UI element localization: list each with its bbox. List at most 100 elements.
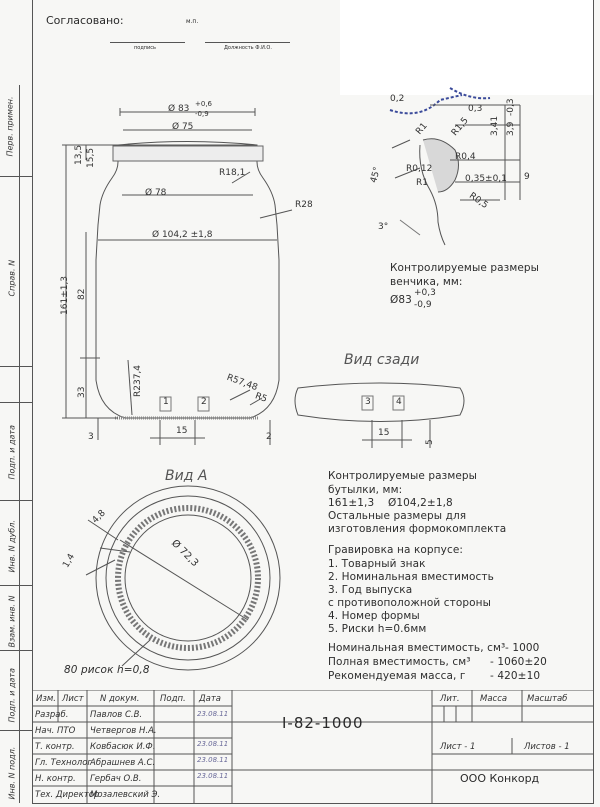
strip-divider: [0, 500, 32, 501]
rear-marker-3: 3: [365, 397, 371, 407]
rear-dim-15: 15: [378, 428, 390, 438]
detail-3deg: 3°: [378, 222, 389, 232]
strip-divider: [0, 730, 32, 731]
dim-d78: Ø 78: [145, 188, 167, 198]
tb-name: Абрашнев А.С.: [90, 758, 156, 768]
engraving-item: 2. Номинальная вместимость: [328, 571, 494, 583]
tb-role: Н. контр.: [35, 774, 76, 784]
detail-neg-0-3: -0,3: [506, 98, 516, 116]
capacity-nominal-value: - 1000: [505, 642, 540, 654]
bottle-note-line1: Контролируемые размеры: [328, 470, 478, 482]
dim-r237: R237,4: [133, 364, 143, 397]
dim-w2: 2: [266, 432, 272, 442]
tb-name: Гербач О.В.: [90, 774, 142, 784]
position-caption: Должность Ф.И.О.: [224, 45, 272, 51]
bottle-note-line5: изготовления формокомплекта: [328, 523, 507, 535]
title-block: Изм. Лист N докум. Подп. Дата Разраб. Па…: [32, 690, 593, 803]
tb-name: Ковбасюк И.Ф.: [90, 742, 156, 752]
tb-massa: Масса: [480, 694, 508, 704]
dim-r28: R28: [295, 200, 313, 210]
agreed-label: Согласовано:: [46, 14, 124, 27]
base-outer-ring: [95, 485, 281, 671]
lip-note-line1: Контролируемые размеры: [390, 262, 540, 274]
main-frame: [32, 0, 594, 804]
bottle-note-line4: Остальные размеры для: [328, 510, 467, 522]
signature-caption: подпись: [134, 45, 156, 51]
inner-strip-frame: [19, 0, 33, 803]
rear-view-title: Вид сзади: [344, 352, 420, 368]
lip-note-value: Ø83: [390, 294, 412, 306]
tb-name: Мозалевский Э.: [90, 790, 161, 800]
tb-date: 23.08.11: [197, 772, 229, 780]
tb-role: Гл. Технолог: [35, 758, 92, 768]
tb-col-list: Лист: [62, 694, 84, 704]
dim-w15: 15: [176, 426, 188, 436]
position-line: [205, 42, 290, 43]
dim-h33: 33: [77, 386, 87, 398]
tb-date: 23.08.11: [197, 710, 229, 718]
tb-designation: I-82-1000: [282, 714, 364, 732]
capacity-nominal-label: Номинальная вместимость, см³: [328, 642, 506, 654]
marker-1: 1: [163, 397, 169, 407]
detail-0-2: 0,2: [390, 94, 405, 104]
detail-r1b: R1: [416, 178, 428, 188]
tb-role: Тех. Директор: [35, 790, 100, 800]
tb-masshtab: Масштаб: [527, 694, 568, 704]
tb-role: Нач. ПТО: [35, 726, 76, 736]
lip-note-tol-up: +0,3: [414, 288, 436, 298]
dim-d83-tol-low: -0,9: [195, 110, 209, 118]
rear-marker-4: 4: [396, 397, 402, 407]
detail-r0-4: R0,4: [455, 152, 476, 162]
dim-d75: Ø 75: [172, 122, 194, 132]
dim-h82: 82: [77, 288, 87, 300]
detail-0-3: 0,3: [468, 104, 483, 114]
tb-role: Разраб.: [35, 710, 69, 720]
strip-divider: [0, 585, 32, 586]
engraving-item: 1. Товарный знак: [328, 558, 426, 570]
engraving-item: с противоположной стороны: [328, 597, 492, 609]
engraving-item: 4. Номер формы: [328, 610, 420, 622]
detail-0-35: 0,35±0,1: [465, 174, 507, 184]
capacity-full-value: - 1060±20: [490, 656, 547, 668]
strip-divider: [0, 402, 32, 403]
bottle-note-line2: бутылки, мм:: [328, 484, 403, 496]
dim-h3: 3: [88, 432, 94, 442]
dim-h13-5: 13,5: [74, 144, 84, 165]
dim-h15-5: 15,5: [86, 147, 96, 168]
left-strip-frame: [0, 85, 20, 803]
capacity-full-label: Полная вместимость, см³: [328, 656, 471, 668]
tb-date: 23.08.11: [197, 756, 229, 764]
tb-col-izm: Изм.: [36, 694, 56, 704]
strip-divider: [0, 366, 32, 367]
marker-2: 2: [201, 397, 207, 407]
dim-d104: Ø 104,2 ±1,8: [152, 230, 213, 240]
lip-note-line2: венчика, мм:: [390, 276, 463, 288]
rear-dim-5: 5: [425, 439, 435, 445]
dim-h161: 161±1,3: [60, 275, 70, 315]
engraving-title: Гравировка на корпусе:: [328, 544, 464, 556]
tb-name: Четвергов Н.А.: [90, 726, 157, 736]
tb-role: Т. контр.: [35, 742, 75, 752]
tb-col-data: Дата: [199, 694, 222, 704]
detail-3-41: 3,41: [490, 115, 500, 136]
capacity-mass-label: Рекомендуемая масса, г: [328, 670, 466, 682]
detail-r0-12: R0,12: [406, 164, 433, 174]
tb-lit: Лит.: [440, 694, 460, 704]
bottle-note-line3a: 161±1,3: [328, 497, 375, 509]
tb-name: Павлов С.В.: [90, 710, 143, 720]
strip-divider: [0, 176, 32, 177]
tb-date: 23.08.11: [197, 740, 229, 748]
tb-sheets: Листов - 1: [524, 742, 570, 752]
capacity-mass-value: - 420±10: [490, 670, 541, 682]
redaction-patch: [340, 0, 593, 95]
engraving-item: 3. Год выпуска: [328, 584, 413, 596]
title-block-grid: [32, 690, 593, 803]
dim-d83: Ø 83: [168, 104, 190, 114]
engraving-item: 5. Риски h=0.6мм: [328, 623, 427, 635]
strip-divider: [0, 650, 32, 651]
dim-d83-tol-up: +0,6: [195, 100, 212, 108]
rear-view-outline: [294, 382, 465, 422]
lip-note-tol-low: -0,9: [414, 300, 432, 310]
view-a-notches: 80 рисок h=0,8: [64, 664, 150, 676]
bottle-note-line3b: Ø104,2±1,8: [388, 497, 453, 509]
